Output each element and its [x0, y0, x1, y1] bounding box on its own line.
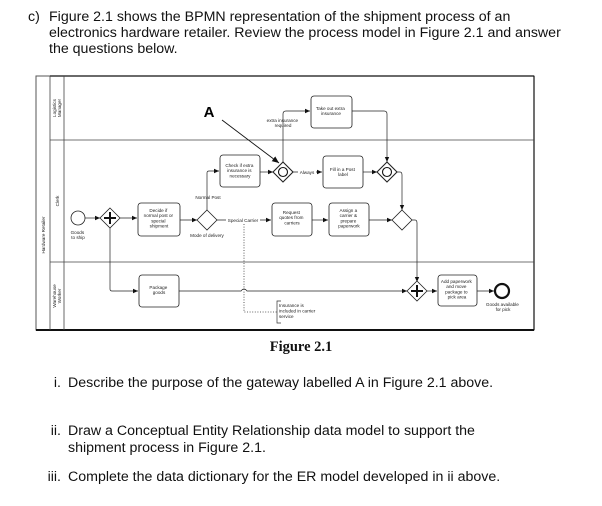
exclusive-gateway-mode-of-delivery	[196, 209, 218, 231]
flow-mode-to-check	[206, 168, 219, 210]
flow-label-extra-insurance: extra insurance required	[267, 118, 300, 128]
svg-text:Worker: Worker	[57, 288, 62, 303]
task-fill-box	[322, 155, 364, 189]
task-takeout-box	[310, 95, 353, 129]
task-package-box	[138, 274, 180, 308]
sequence-flows	[85, 108, 494, 294]
flow-gatewayA-to-takeout	[282, 108, 310, 162]
task-check-label: Check if extra insurance is necessary	[225, 163, 254, 178]
pool	[35, 75, 535, 331]
task-takeout-label: Take out extra insurance	[316, 106, 346, 116]
callout-arrow	[221, 119, 280, 164]
parallel-gateway-join	[406, 280, 428, 302]
text-annotation: Insurance is included in carrier service	[276, 300, 317, 324]
flow-merge-to-xmerge	[397, 171, 405, 210]
start-event-label: Goods to ship	[71, 230, 86, 240]
flow-label-normal-post: Normal Post	[195, 195, 221, 200]
question-ii: ii. Draw a Conceptual Entity Relationshi…	[47, 423, 527, 457]
svg-text:Logistics: Logistics	[52, 98, 57, 117]
question-iii-text: Complete the data dictionary for the ER …	[68, 469, 501, 485]
svg-text:Insurance is included in: Insurance is included in carrier service	[279, 303, 317, 319]
task-addpaperwork-box	[437, 274, 478, 307]
question-i: i. Describe the purpose of the gateway l…	[47, 375, 567, 392]
pool-label: Hardware Retailer	[41, 216, 46, 253]
task-decide-label: Decide if normal post or special shipmen…	[144, 208, 175, 229]
flow-xmerge-to-join	[412, 219, 420, 282]
parallel-gateway-fork	[99, 207, 121, 229]
task-decide-box	[137, 202, 181, 237]
end-event	[493, 282, 511, 300]
flow-label-mode-of-delivery: Mode of delivery	[190, 233, 224, 238]
figure-caption: Figure 2.1	[269, 339, 333, 355]
flow-label-always: Always	[300, 170, 315, 175]
task-package-label: Package goods	[149, 285, 168, 295]
flow-takeout-to-merge	[352, 110, 390, 162]
event-based-gateway-merge	[376, 161, 398, 183]
task-request-label: Request quotes from carriers	[279, 210, 305, 225]
task-assign-label: Assign a carrier & prepare paperwork	[338, 208, 360, 229]
question-i-text: Describe the purpose of the gateway labe…	[68, 375, 494, 391]
task-check-box	[219, 154, 261, 188]
end-event-label: Goods available for pick	[486, 302, 520, 312]
task-request-box	[271, 202, 313, 237]
lane-label-logistics-manager: Logistics Manager	[52, 98, 62, 117]
lane-label-clerk: Clerk	[55, 195, 60, 206]
question-ii-number: ii.	[50, 423, 61, 439]
svg-text:Warehouse: Warehouse	[52, 284, 57, 308]
svg-text:Clerk: Clerk	[55, 195, 60, 206]
callout-label-a: A	[204, 104, 215, 121]
svg-text:Manager: Manager	[57, 98, 62, 117]
question-iii-number: iii.	[47, 469, 61, 485]
flow-fork-to-package	[109, 228, 138, 294]
task-addpaperwork-label: Add paperwork and move package to pick a…	[441, 279, 473, 300]
intro-text: Figure 2.1 shows the BPMN representation…	[49, 9, 561, 57]
question-i-number: i.	[53, 375, 61, 391]
flow-package-to-join	[179, 288, 407, 294]
question-marker: c)	[28, 9, 40, 25]
exclusive-gateway-merge	[391, 209, 413, 231]
question-iii: iii. Complete the data dictionary for th…	[47, 469, 567, 486]
lane-label-warehouse-worker: Warehouse Worker	[52, 284, 62, 308]
question-intro: c) Figure 2.1 shows the BPMN representat…	[28, 9, 568, 57]
annotation-association	[243, 224, 277, 313]
task-assign-box	[328, 202, 370, 237]
event-based-gateway-a	[272, 161, 294, 183]
question-ii-text: Draw a Conceptual Entity Relationship da…	[68, 423, 475, 456]
start-event	[70, 210, 86, 226]
task-fill-label: Fill in a Post label	[330, 167, 356, 177]
flow-label-special-carrier: Special Carrier	[228, 218, 259, 223]
